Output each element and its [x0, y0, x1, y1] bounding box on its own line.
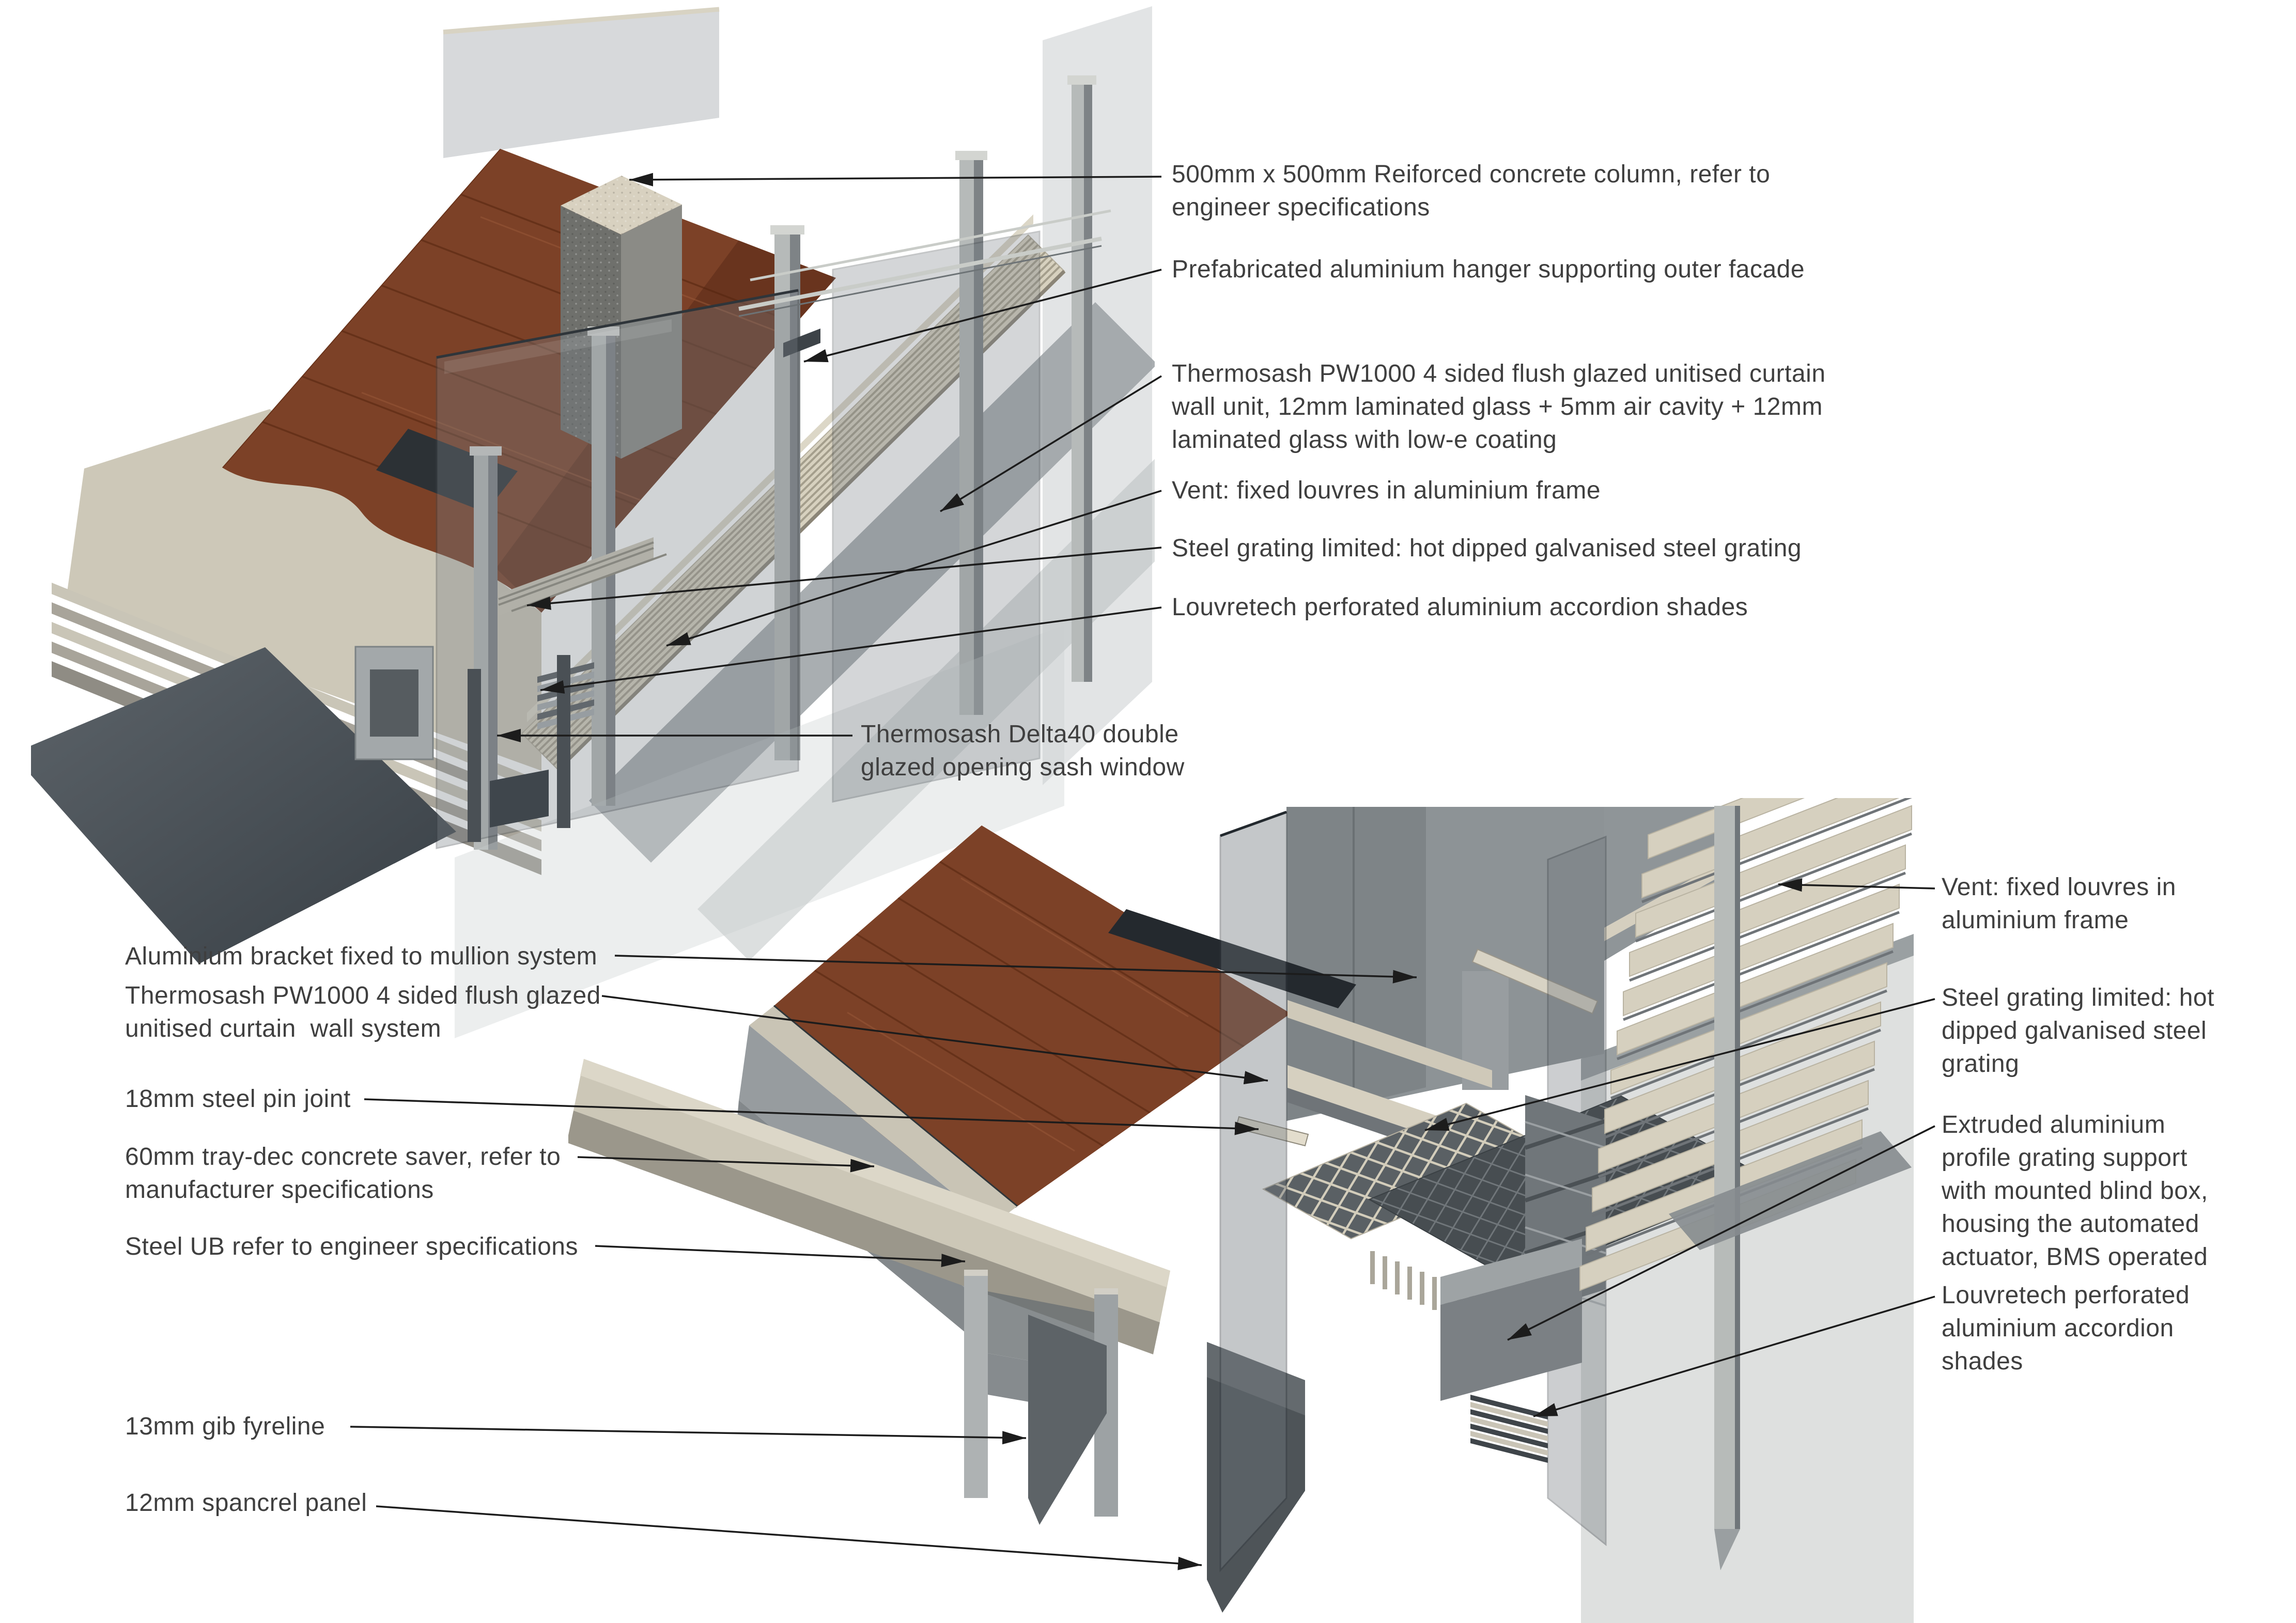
glass-pane-rear	[832, 230, 1041, 803]
mullions	[470, 75, 1096, 850]
leader-steel-pin-joint	[364, 1098, 1259, 1135]
bottom-diagram	[568, 798, 1914, 1623]
packer-strip	[1108, 909, 1356, 1008]
label-accordion-shades-bottom: Louvretech perforated aluminium accordio…	[1942, 1282, 2190, 1375]
leader-steel-ub	[595, 1245, 966, 1268]
soffit-panel	[31, 647, 456, 964]
label-vent-louvres-top: Vent: fixed louvres in aluminium frame	[1172, 477, 1601, 504]
label-concrete-column: 500mm x 500mm Reiforced concrete column,…	[1172, 161, 1771, 221]
head-flashing	[1287, 948, 1599, 1088]
label-accordion-shades-top: Louvretech perforated aluminium accordio…	[1172, 594, 1748, 621]
leader-aluminium-hanger	[803, 269, 1162, 363]
leader-vent-louvres-top	[666, 490, 1162, 647]
label-vent-louvres-bottom: Vent: fixed louvres in aluminium frame	[1942, 873, 2176, 934]
glass-pane-front	[1219, 810, 1287, 1572]
leader-spancrel-panel	[376, 1505, 1202, 1570]
aluminium-hanger-clip	[783, 329, 820, 357]
accordion-shade-stack	[1470, 1395, 1548, 1463]
label-steel-grating-bottom: Steel grating limited: hot dipped galvan…	[1942, 984, 2214, 1078]
wood-floor	[772, 825, 1356, 1208]
spandrel-band	[697, 459, 1155, 961]
louvre-mullion	[1714, 806, 1740, 1570]
label-steel-grating-top: Steel grating limited: hot dipped galvan…	[1172, 535, 1802, 562]
leader-curtain-wall-unit	[940, 375, 1162, 512]
label-curtain-wall-system: Thermosash PW1000 4 sided flush glazed u…	[125, 982, 601, 1042]
lower-facade-sheet	[455, 625, 1064, 1038]
mullion	[770, 225, 804, 760]
leader-accordion-shades-bottom	[1533, 1296, 1935, 1417]
leader-grating-support	[1507, 1125, 1935, 1341]
leader-lines	[350, 173, 1935, 1570]
leader-concrete-column	[629, 173, 1162, 186]
label-steel-ub: Steel UB refer to engineer specification…	[125, 1233, 578, 1260]
leader-aluminium-bracket	[614, 955, 1417, 984]
top-diagram	[31, 6, 1155, 1038]
leader-curtain-wall-system	[601, 995, 1268, 1085]
gib-fyreline-panel	[1028, 1315, 1107, 1525]
glass-pane-front	[436, 289, 799, 849]
label-steel-pin-joint: 18mm steel pin joint	[125, 1085, 351, 1113]
leader-tray-dec	[577, 1156, 875, 1173]
mullion	[955, 151, 987, 715]
leader-vent-louvres-bottom	[1778, 878, 1935, 892]
label-aluminium-hanger: Prefabricated aluminium hanger supportin…	[1172, 256, 1805, 283]
leader-steel-grating-top	[526, 547, 1162, 610]
glass-top-rails	[738, 209, 1111, 317]
louvre-under-frame	[1669, 1131, 1912, 1250]
spancrel-panel	[1207, 1342, 1305, 1613]
box-beam	[354, 646, 434, 760]
label-curtain-wall-unit: Thermosash PW1000 4 sided flush glazed u…	[1172, 360, 1826, 454]
leader-accordion-shades-top	[540, 606, 1162, 694]
transom-band	[589, 302, 1155, 863]
label-spancrel-panel: 12mm spancrel panel	[125, 1489, 367, 1517]
label-sash-window: Thermosash Delta40 double glazed opening…	[861, 721, 1185, 781]
leader-gib-fyreline	[350, 1426, 1027, 1445]
leader-steel-grating-bottom	[1424, 998, 1935, 1131]
label-gib-fyreline: 13mm gib fyreline	[125, 1413, 325, 1440]
upper-glass-pane	[443, 7, 720, 158]
tray-dec-fascia	[568, 1059, 1170, 1354]
label-aluminium-bracket: Aluminium bracket fixed to mullion syste…	[125, 943, 598, 970]
label-tray-dec: 60mm tray-dec concrete saver, refer to m…	[125, 1143, 561, 1204]
mullion	[1067, 75, 1096, 682]
label-grating-support: Extruded aluminium profile grating suppo…	[1942, 1111, 2208, 1271]
